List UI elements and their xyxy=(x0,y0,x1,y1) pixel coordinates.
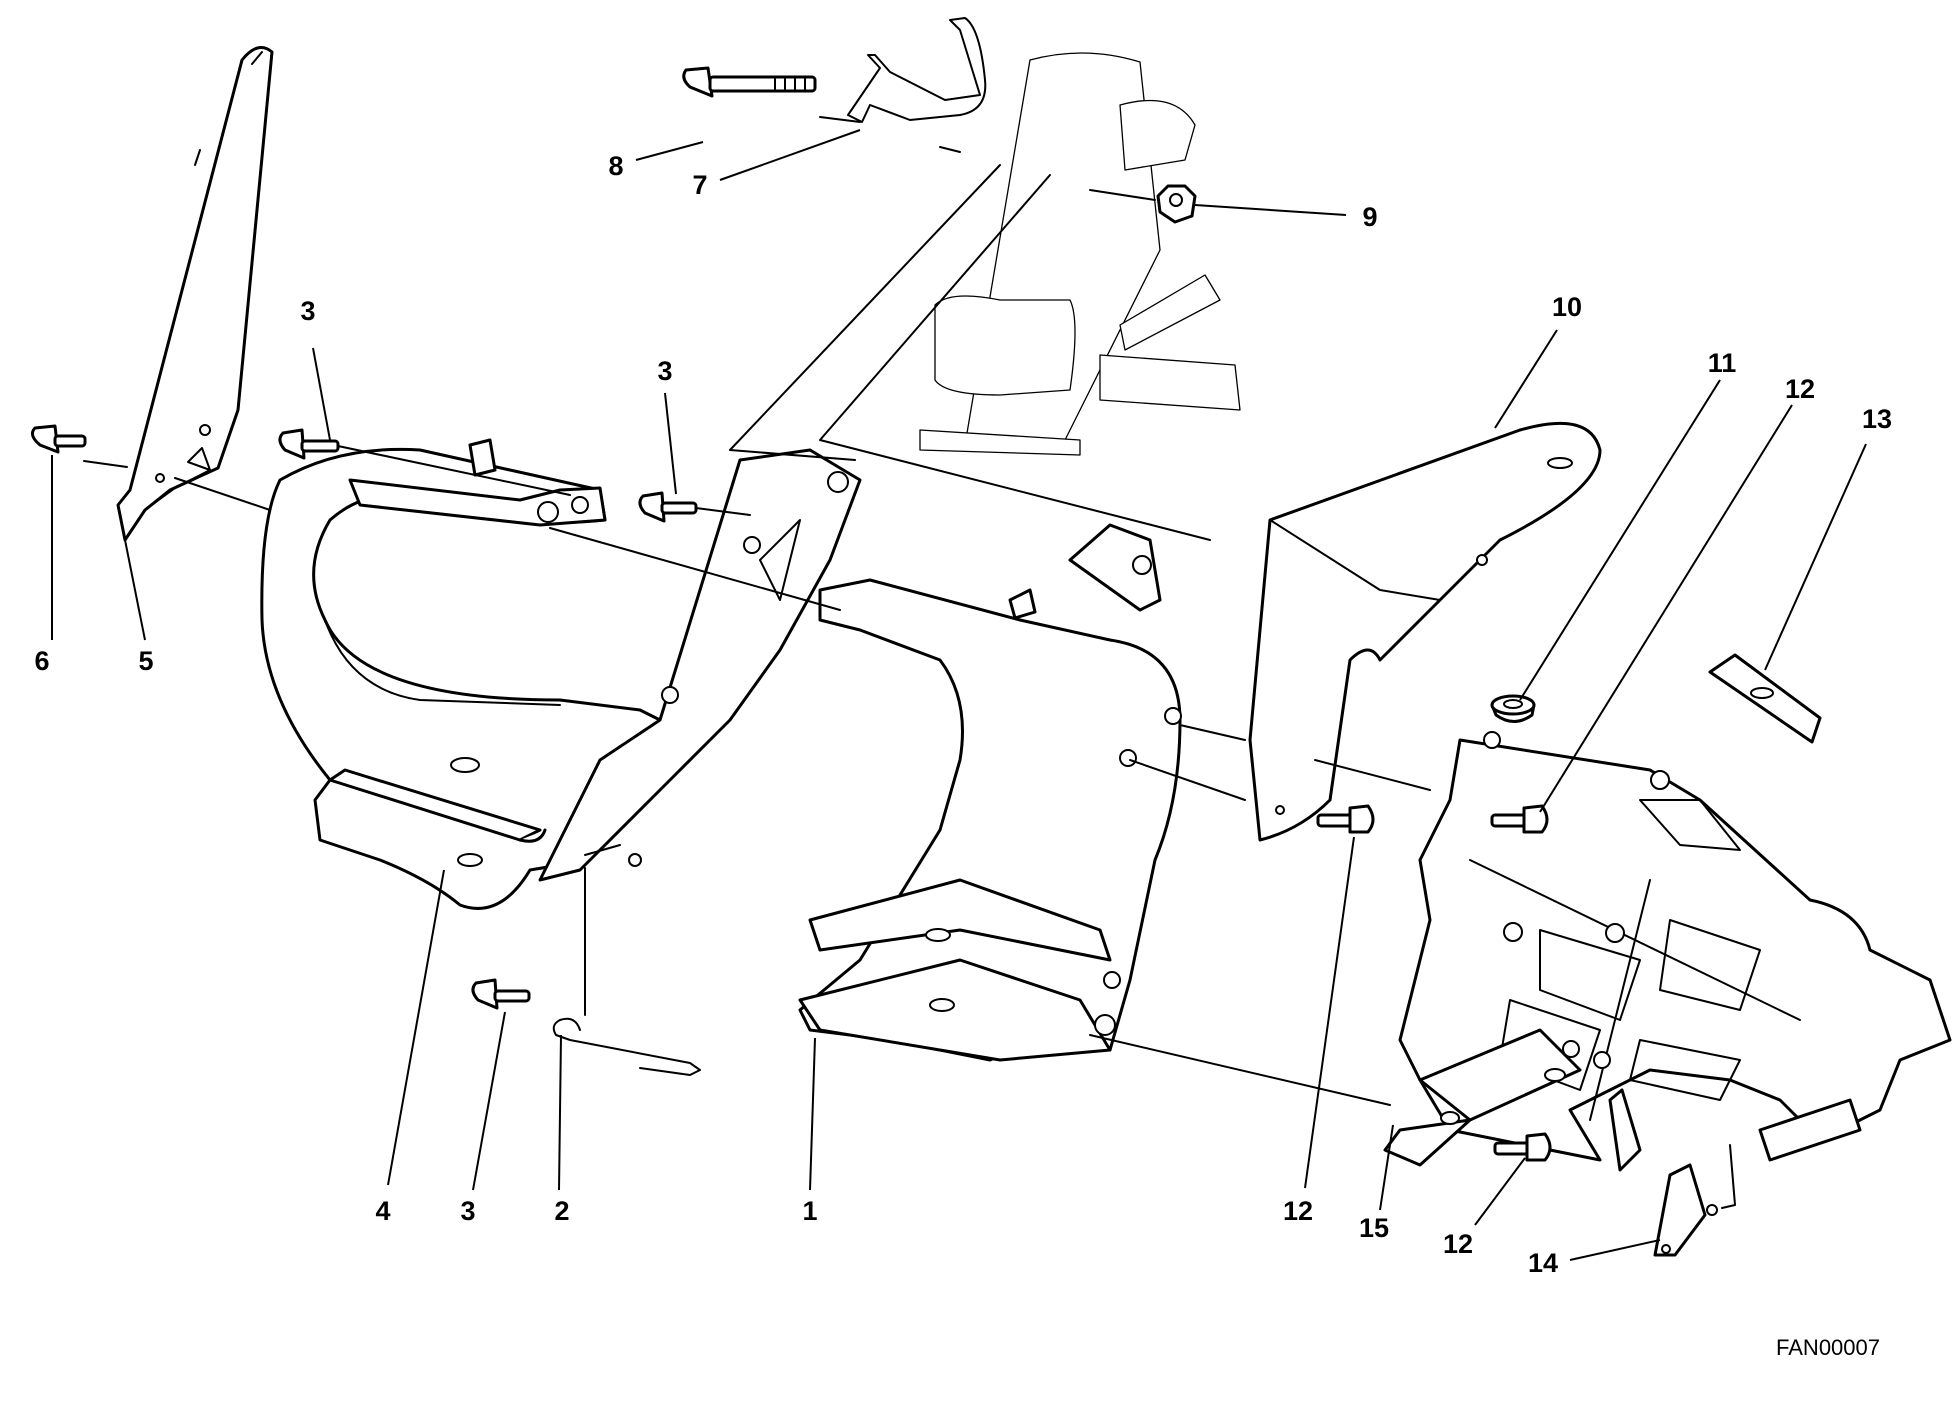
duct-top-rail xyxy=(348,438,607,527)
wire-clip-2 xyxy=(552,1017,701,1076)
bolt-12-left xyxy=(1316,804,1375,834)
bolt-3-upper-left xyxy=(278,428,340,460)
bolt-12-bottom xyxy=(1493,1132,1552,1162)
callout-5: 5 xyxy=(138,646,153,676)
callout-13: 13 xyxy=(1862,404,1892,434)
grommet xyxy=(1490,694,1536,723)
side-bracket-plate xyxy=(116,46,274,542)
long-bolt-8 xyxy=(682,66,817,98)
callout-3-lower: 3 xyxy=(460,1196,475,1226)
upper-right-bracket xyxy=(1248,421,1602,842)
callout-10: 10 xyxy=(1552,292,1582,322)
callout-1: 1 xyxy=(802,1196,817,1226)
callout-12-bottom: 12 xyxy=(1443,1229,1473,1259)
r-clip-7 xyxy=(847,17,987,123)
rubber-pad xyxy=(1708,653,1822,744)
drawing-code: FAN00007 xyxy=(1776,1335,1880,1360)
right-air-duct xyxy=(798,523,1182,1062)
callout-3-upper-left: 3 xyxy=(300,296,315,326)
callout-9: 9 xyxy=(1362,202,1377,232)
callout-labels: 6 5 3 3 4 3 2 1 8 7 9 10 11 12 13 12 15 … xyxy=(34,151,1892,1278)
callout-7: 7 xyxy=(692,170,707,200)
central-mount-bracket xyxy=(538,448,862,882)
bolt-3-lower xyxy=(471,978,531,1010)
left-air-duct xyxy=(260,447,662,910)
bolt-3-center xyxy=(638,491,698,523)
callout-4: 4 xyxy=(375,1196,390,1226)
nut-9 xyxy=(1156,184,1197,224)
bolt-12-right xyxy=(1490,804,1549,834)
bolt-6 xyxy=(30,424,87,454)
assembly-lines xyxy=(83,116,1736,1209)
callout-8: 8 xyxy=(608,151,623,181)
callout-6: 6 xyxy=(34,646,49,676)
spring-clip xyxy=(1653,1163,1718,1257)
leader-lines xyxy=(51,129,1867,1261)
lower-right-main-bracket xyxy=(1383,731,1952,1172)
callout-15: 15 xyxy=(1359,1213,1389,1243)
callout-11: 11 xyxy=(1708,348,1737,378)
callout-12-left: 12 xyxy=(1283,1196,1313,1226)
callout-12-upper: 12 xyxy=(1785,374,1815,404)
callout-3-center: 3 xyxy=(657,356,672,386)
callout-2: 2 xyxy=(554,1196,569,1226)
callout-14: 14 xyxy=(1528,1248,1558,1278)
frame-tube-ghost xyxy=(919,52,1241,456)
